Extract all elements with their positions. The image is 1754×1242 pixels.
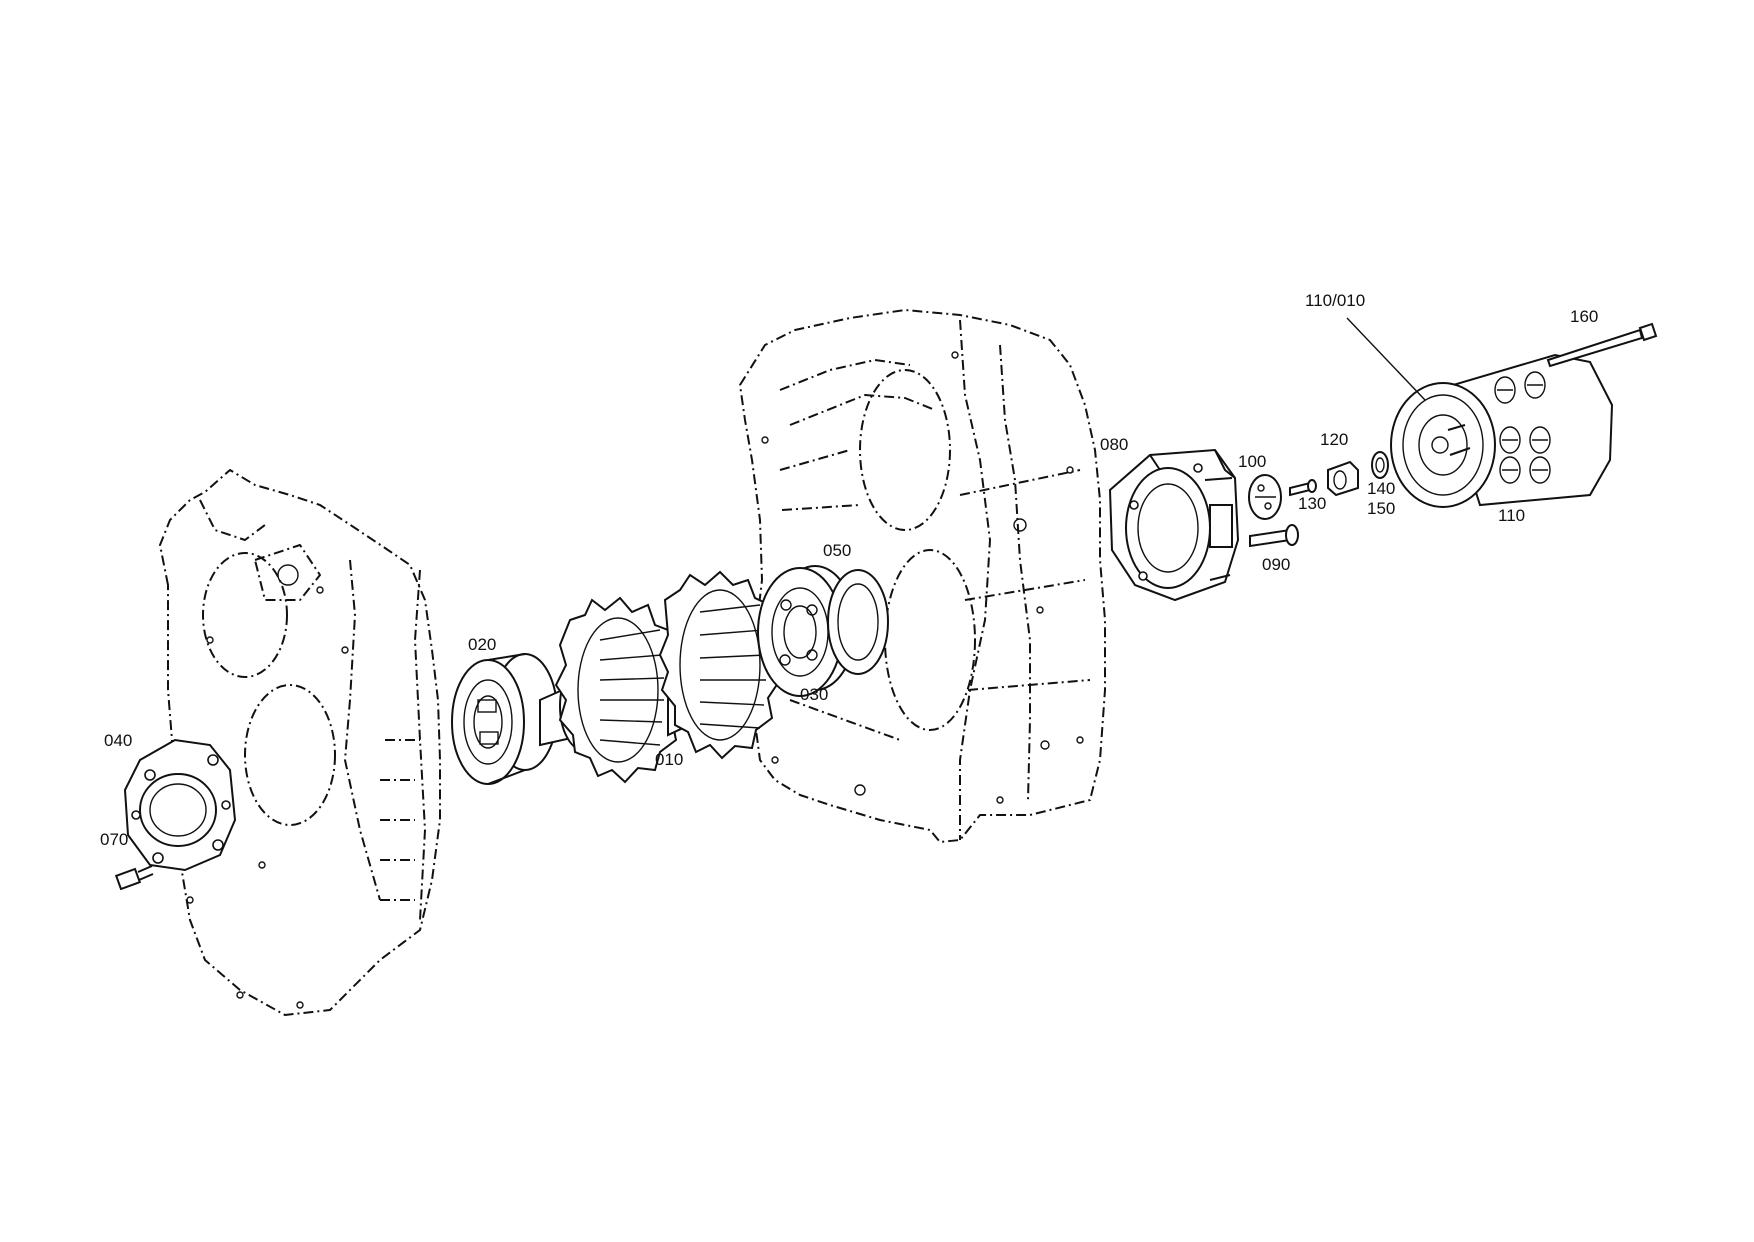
center-housing bbox=[739, 309, 1106, 843]
label-150: 150 bbox=[1367, 499, 1395, 518]
label-050: 050 bbox=[823, 541, 851, 560]
label-120: 120 bbox=[1320, 430, 1348, 449]
part-100-plate bbox=[1248, 474, 1282, 520]
label-020: 020 bbox=[468, 635, 496, 654]
label-130: 130 bbox=[1298, 494, 1326, 513]
label-140: 140 bbox=[1367, 479, 1395, 498]
label-040: 040 bbox=[104, 731, 132, 750]
label-080: 080 bbox=[1100, 435, 1128, 454]
label-110-010: 110/010 bbox=[1305, 291, 1365, 310]
part-070-screw bbox=[114, 865, 154, 891]
label-110: 110 bbox=[1498, 506, 1525, 525]
part-040-cover bbox=[123, 738, 237, 872]
label-100: 100 bbox=[1238, 452, 1266, 471]
label-160: 160 bbox=[1570, 307, 1598, 326]
part-050-ring bbox=[827, 569, 889, 675]
label-070: 070 bbox=[100, 830, 128, 849]
part-160-bolt bbox=[1546, 322, 1658, 368]
part-110-pump bbox=[1390, 353, 1614, 508]
part-080-housing bbox=[1108, 448, 1240, 602]
label-090: 090 bbox=[1262, 555, 1290, 574]
leader-line-110-010 bbox=[1346, 317, 1426, 401]
label-010: 010 bbox=[655, 750, 683, 769]
label-030: 030 bbox=[800, 685, 828, 704]
left-housing bbox=[159, 469, 441, 1016]
part-010-gear-shaft bbox=[539, 570, 782, 784]
part-140-150-washers bbox=[1371, 451, 1389, 479]
part-090-bolt bbox=[1249, 524, 1299, 548]
part-130-screw bbox=[1289, 479, 1317, 497]
part-120-coupling bbox=[1327, 460, 1359, 497]
